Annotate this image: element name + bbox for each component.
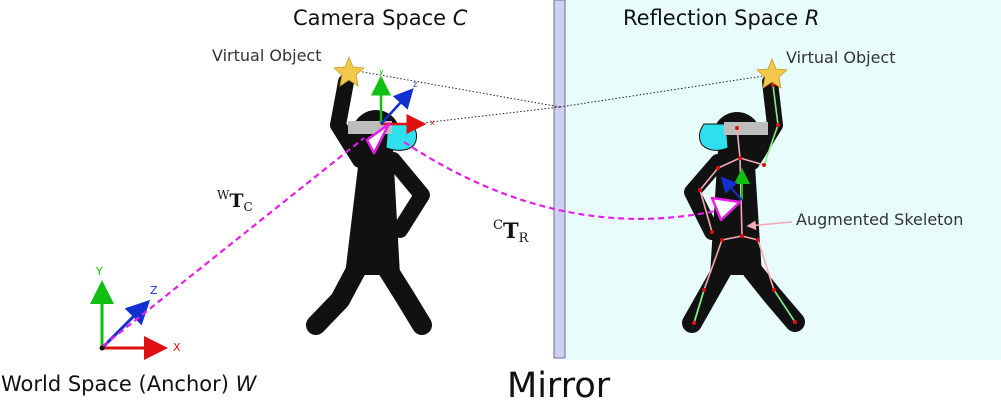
axis-label-y-camera: y	[379, 67, 384, 76]
reflection-space-symbol: R	[804, 6, 820, 30]
camera-space-symbol: C	[452, 6, 468, 30]
wtc-superscript: W	[217, 188, 230, 202]
world-space-text: World Space (Anchor)	[1, 372, 229, 396]
ctr-superscript: C	[493, 218, 503, 233]
transform-label-ctr: CTR	[493, 218, 528, 246]
transform-label-wtc: WTC	[217, 188, 253, 214]
world-space-label: World Space (Anchor) W	[1, 372, 256, 396]
wtc-subscript: C	[243, 200, 253, 215]
camera-space-title: Camera Space C	[293, 6, 467, 30]
camera-frame-axes	[371, 75, 427, 134]
axis-label-x-camera: x	[430, 118, 435, 127]
world-space-symbol: W	[235, 372, 257, 396]
ctr-symbol: T	[502, 218, 519, 243]
mirror-label: Mirror	[507, 366, 611, 406]
reflection-frame-axes	[720, 168, 750, 201]
reflection-space-text: Reflection Space	[623, 6, 799, 30]
skeleton-pointer	[746, 220, 793, 231]
axis-label-z-world: Z	[150, 284, 158, 297]
star-icon	[333, 55, 365, 87]
augmented-skeleton-label: Augmented Skeleton	[796, 210, 964, 229]
headset-right	[698, 122, 768, 151]
star-icon	[756, 57, 788, 89]
person-left	[306, 74, 432, 335]
world-frame-axes	[90, 280, 168, 360]
transform-paths	[102, 137, 721, 347]
transform-arrowhead	[365, 122, 391, 155]
virtual-object-label-right: Virtual Object	[786, 48, 896, 67]
axis-label-z-camera: z	[413, 80, 418, 89]
axis-label-y-world: Y	[96, 265, 103, 278]
wtc-symbol: T	[229, 190, 244, 212]
camera-space-text: Camera Space	[293, 6, 447, 30]
reflection-space-title: Reflection Space R	[623, 6, 819, 30]
mirror-panel	[553, 0, 566, 359]
skeleton-joints	[692, 83, 797, 325]
virtual-object-label-left: Virtual Object	[212, 46, 322, 65]
transform-arrowhead	[710, 196, 742, 222]
ctr-subscript: R	[518, 231, 529, 247]
axis-label-x-world: X	[173, 341, 181, 354]
